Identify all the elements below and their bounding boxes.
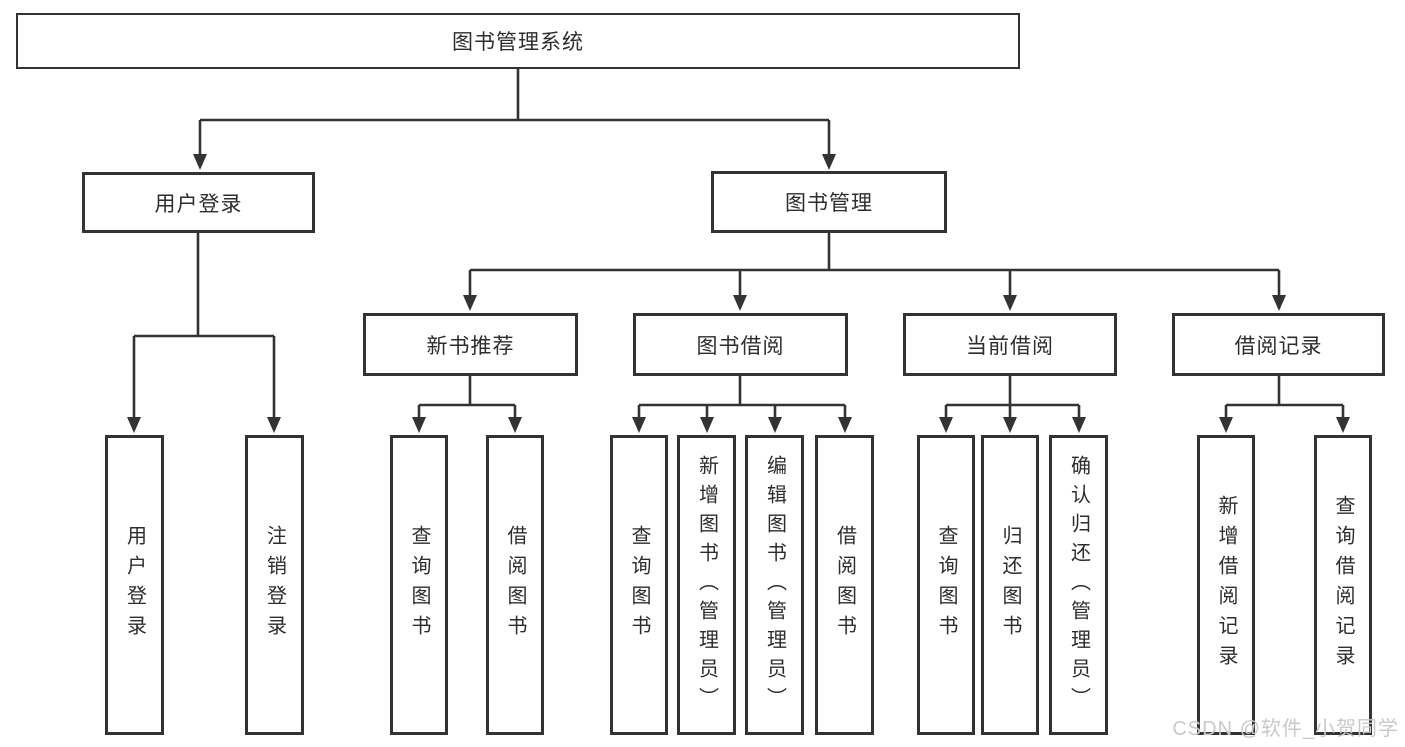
leaf-borrow-books-recommend: 借阅图书 (486, 435, 544, 735)
node-user-login-label: 用户登录 (154, 192, 243, 216)
leaf-return-books: 归还图书 (981, 435, 1039, 735)
leaf-add-books-admin-label: 新增图书（管理员） (695, 454, 718, 716)
node-new-book-recommend: 新书推荐 (363, 313, 578, 376)
watermark: CSDN @软件_小贺同学 (1172, 718, 1399, 740)
node-user-login: 用户登录 (82, 172, 315, 233)
leaf-edit-books-admin: 编辑图书（管理员） (745, 435, 804, 735)
leaf-user-login: 用户登录 (105, 435, 164, 735)
leaf-query-books-borrow: 查询图书 (610, 435, 668, 735)
leaf-query-books-recommend-label: 查询图书 (408, 525, 430, 645)
leaf-confirm-return-admin: 确认归还（管理员） (1049, 435, 1108, 735)
leaf-logout-label: 注销登录 (263, 525, 286, 645)
leaf-add-borrow-record-label: 新增借阅记录 (1215, 495, 1237, 675)
node-borrow-records: 借阅记录 (1172, 313, 1385, 376)
node-book-management: 图书管理 (711, 171, 947, 233)
leaf-edit-books-admin-label: 编辑图书（管理员） (763, 454, 786, 716)
leaf-query-books-current-label: 查询图书 (935, 525, 957, 645)
leaf-query-books-current: 查询图书 (917, 435, 975, 735)
node-book-management-label: 图书管理 (785, 192, 873, 215)
node-current-borrow: 当前借阅 (903, 313, 1117, 376)
node-book-borrow: 图书借阅 (633, 313, 848, 376)
leaf-query-borrow-record-label: 查询借阅记录 (1332, 495, 1354, 675)
node-current-borrow-label: 当前借阅 (966, 334, 1054, 358)
leaf-borrow-books-recommend-label: 借阅图书 (504, 525, 526, 645)
node-borrow-records-label: 借阅记录 (1234, 334, 1323, 358)
leaf-query-books-recommend: 查询图书 (390, 435, 448, 735)
leaf-confirm-return-admin-label: 确认归还（管理员） (1067, 454, 1090, 716)
leaf-return-books-label: 归还图书 (999, 525, 1021, 645)
node-root-system-label: 图书管理系统 (452, 31, 584, 54)
leaf-borrow-books-label: 借阅图书 (833, 525, 856, 645)
leaf-logout: 注销登录 (245, 435, 304, 735)
leaf-query-borrow-record: 查询借阅记录 (1314, 435, 1372, 735)
node-new-book-recommend-label: 新书推荐 (426, 334, 515, 358)
node-book-borrow-label: 图书借阅 (696, 334, 785, 358)
leaf-borrow-books: 借阅图书 (815, 435, 874, 735)
leaf-query-books-borrow-label: 查询图书 (628, 525, 650, 645)
leaf-add-borrow-record: 新增借阅记录 (1197, 435, 1255, 735)
leaf-add-books-admin: 新增图书（管理员） (677, 435, 736, 735)
node-root-system: 图书管理系统 (16, 13, 1020, 69)
leaf-user-login-label: 用户登录 (123, 525, 146, 645)
